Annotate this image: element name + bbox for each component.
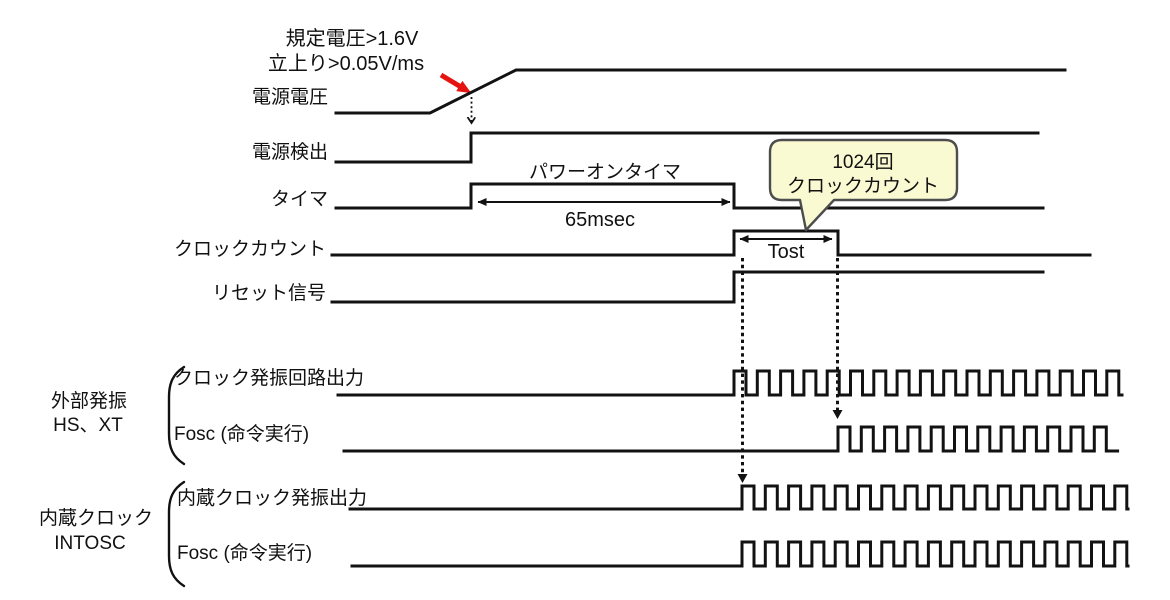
group-label-hs-xt: HS、XT xyxy=(53,415,123,436)
waveform-ext-fosc xyxy=(342,425,1120,453)
annotation-risetime-spec: 立上り>0.05V/ms xyxy=(268,52,424,75)
signal-label-power-detect: 電源検出 xyxy=(252,141,328,163)
signal-label-timer: タイマ xyxy=(271,188,328,210)
tost-label: Tost xyxy=(768,241,805,263)
annotation-voltage-spec: 規定電圧>1.6V xyxy=(286,27,419,50)
waveform-reset xyxy=(330,270,1045,304)
group-label-external-osc: 外部発振 xyxy=(51,390,127,412)
waveform-timer xyxy=(334,182,1045,210)
power-on-timer-label: パワーオンタイマ xyxy=(529,161,681,183)
waveform-int-fosc xyxy=(350,540,1130,568)
group-bracket-internal xyxy=(167,480,186,588)
callout-count-line1: 1024回 xyxy=(832,152,893,173)
signal-label-int-fosc: Fosc (命令実行) xyxy=(177,542,312,564)
group-label-internal-clock: 内蔵クロック xyxy=(39,507,153,529)
waveform-clock-count xyxy=(330,229,1092,257)
group-label-intosc: INTOSC xyxy=(54,533,125,554)
signal-label-int-clock-out: 内蔵クロック発振出力 xyxy=(177,487,367,509)
waveform-ext-clock-out xyxy=(336,369,1124,397)
signal-label-clock-count: クロックカウント xyxy=(174,238,326,260)
timer-duration-label: 65msec xyxy=(565,209,635,231)
callout-count-line2: クロックカウント xyxy=(787,175,939,197)
signal-label-power-voltage: 電源電圧 xyxy=(252,86,328,108)
waveform-int-clock-out xyxy=(348,484,1130,511)
signal-label-reset: リセット信号 xyxy=(212,282,326,304)
group-bracket-external xyxy=(167,365,186,466)
red-pointer-arrow xyxy=(439,72,472,94)
callout-bubble xyxy=(768,138,959,232)
signal-label-ext-fosc: Fosc (命令実行) xyxy=(174,423,309,445)
signal-label-ext-clock-out: クロック発振回路出力 xyxy=(174,367,364,389)
waveform-power-detect xyxy=(334,131,1040,164)
waveform-power-voltage xyxy=(334,68,1067,115)
